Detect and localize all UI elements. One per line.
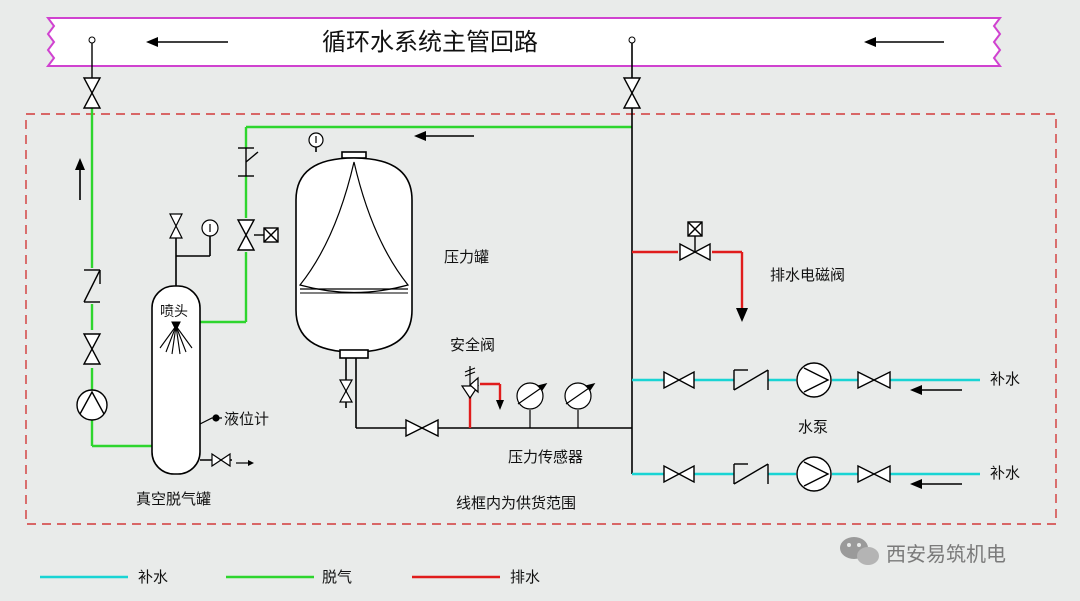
gate-valve-icon bbox=[82, 77, 102, 109]
makeup-lines bbox=[632, 378, 980, 476]
gate-valve-icon bbox=[857, 464, 891, 484]
flow-arrow-left-icon bbox=[910, 385, 962, 395]
header-title: 循环水系统主管回路 bbox=[322, 28, 538, 56]
legend-label-makeup: 补水 bbox=[138, 568, 168, 586]
spray-nozzle-icon bbox=[159, 321, 193, 355]
label-level-gauge: 液位计 bbox=[224, 410, 269, 428]
pressure-sensor-icon bbox=[516, 382, 548, 428]
flow-arrow-left-icon bbox=[864, 37, 944, 47]
legend-label-degas: 脱气 bbox=[322, 568, 352, 586]
watermark-text: 西安易筑机电 bbox=[886, 542, 1006, 566]
safety-valve-icon bbox=[460, 366, 480, 400]
supply-scope-frame bbox=[25, 113, 1057, 525]
header-tap-icon bbox=[628, 36, 636, 44]
gate-valve-icon bbox=[169, 213, 183, 239]
gate-valve-icon bbox=[857, 370, 891, 390]
drain-arrow-icon bbox=[496, 400, 504, 410]
watermark: 西安易筑机电 bbox=[840, 537, 1006, 566]
label-drain-solenoid: 排水电磁阀 bbox=[770, 266, 845, 284]
label-pressure-sensor: 压力传感器 bbox=[508, 448, 583, 466]
tank-diaphragm bbox=[298, 161, 410, 294]
pressure-gauge-icon bbox=[201, 219, 219, 237]
solenoid-valve-icon bbox=[679, 221, 711, 262]
pressure-tank bbox=[295, 151, 413, 359]
pressure-sensor-icon bbox=[564, 382, 596, 428]
strainer-icon bbox=[238, 147, 259, 177]
gate-valve-icon bbox=[82, 333, 102, 365]
check-valve-icon bbox=[733, 369, 769, 391]
gate-valve-icon bbox=[338, 379, 354, 403]
flow-arrow-up-icon bbox=[75, 158, 85, 200]
check-valve-icon bbox=[83, 269, 101, 303]
label-makeup-1: 补水 bbox=[990, 370, 1020, 388]
label-scope-note: 线框内为供货范围 bbox=[456, 494, 576, 512]
gate-valve-icon bbox=[663, 464, 695, 484]
vacuum-degassing-tank bbox=[151, 285, 201, 475]
main-header-pipe bbox=[46, 17, 1002, 67]
drain-lines bbox=[468, 250, 744, 428]
degas-lines bbox=[90, 108, 632, 448]
flow-arrow-left-icon bbox=[414, 131, 474, 141]
level-gauge-icon bbox=[199, 414, 222, 425]
label-pressure-tank: 压力罐 bbox=[444, 248, 489, 266]
legend: 补水 脱气 排水 bbox=[40, 568, 540, 586]
label-pump: 水泵 bbox=[798, 418, 828, 436]
pressure-gauge-icon bbox=[308, 132, 324, 148]
label-safety-valve: 安全阀 bbox=[450, 336, 495, 354]
flow-arrow-left-icon bbox=[910, 479, 962, 489]
flow-arrow-right-icon bbox=[236, 460, 254, 466]
pump-icon bbox=[76, 389, 108, 421]
gate-valve-icon bbox=[405, 418, 439, 438]
header-tap-icon bbox=[88, 36, 96, 44]
drain-arrow-icon bbox=[736, 308, 748, 322]
label-nozzle: 喷头 bbox=[160, 304, 188, 320]
legend-label-drain: 排水 bbox=[510, 568, 540, 586]
gate-valve-icon bbox=[663, 370, 695, 390]
label-makeup-2: 补水 bbox=[990, 464, 1020, 482]
wechat-icon bbox=[840, 537, 879, 565]
pump-icon bbox=[796, 362, 832, 398]
label-vacuum-tank: 真空脱气罐 bbox=[136, 490, 211, 508]
motorized-valve-icon bbox=[236, 219, 279, 251]
pump-icon bbox=[796, 456, 832, 492]
check-valve-icon bbox=[733, 463, 769, 485]
gate-valve-icon bbox=[622, 77, 642, 109]
gate-valve-icon bbox=[211, 452, 231, 468]
flow-arrow-left-icon bbox=[146, 37, 228, 47]
